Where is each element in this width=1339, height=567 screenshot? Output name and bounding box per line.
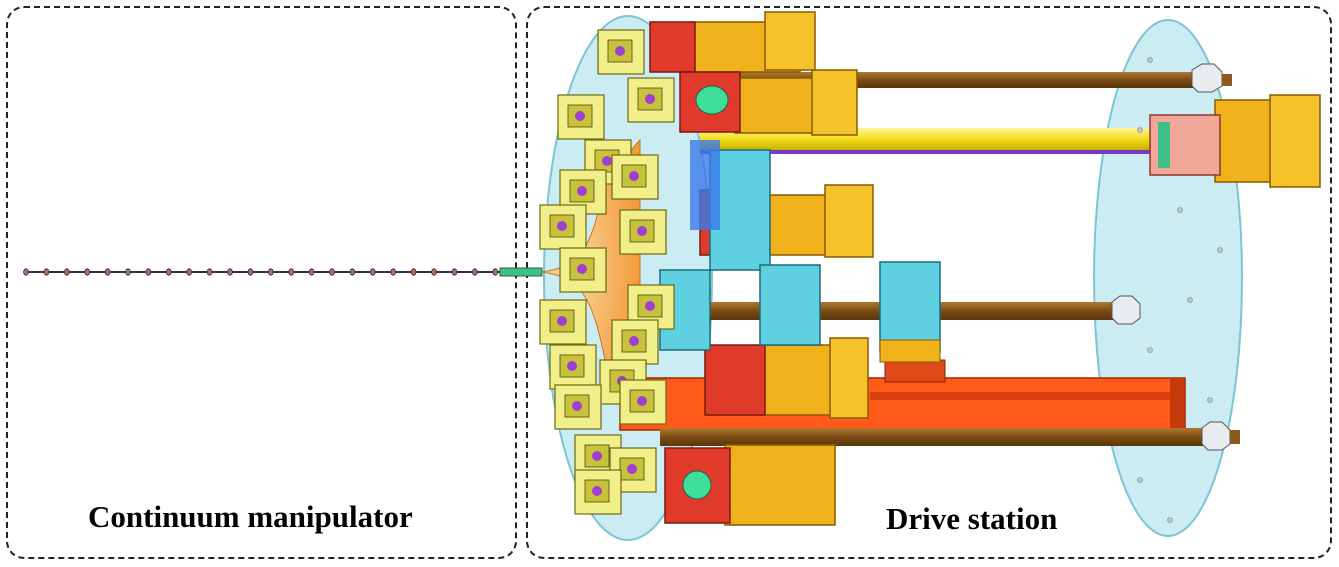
spacer-disk: [186, 268, 193, 276]
plate-bolt: [1177, 207, 1183, 213]
spacer-disk: [166, 268, 172, 276]
plate-bolt: [1187, 297, 1193, 303]
spacer-disk: [308, 268, 315, 276]
spacer-disk: [369, 268, 376, 276]
actuation-module: [627, 77, 675, 123]
actuation-module: [611, 319, 659, 365]
actuation-module: [557, 94, 605, 140]
actuation-module: [559, 247, 607, 293]
continuum-manipulator-panel: [6, 6, 517, 559]
spacer-disk: [247, 268, 254, 276]
actuation-module: [619, 379, 667, 425]
spacer-disk: [84, 268, 90, 276]
plate-bolt: [1217, 247, 1223, 253]
spacer-disk: [43, 268, 50, 276]
spacer-disk: [431, 268, 437, 276]
actuation-module: [554, 384, 602, 430]
spacer-disk: [206, 268, 213, 276]
actuation-module: [539, 299, 587, 345]
spacer-disk: [145, 268, 152, 276]
actuation-module: [597, 29, 645, 75]
spacer-disk: [329, 268, 335, 276]
rear-base-plate: [1093, 19, 1243, 537]
drive-station-panel: [526, 6, 1332, 559]
drive-station-label: Drive station: [886, 501, 1058, 536]
actuation-module: [549, 344, 597, 390]
linear-stage: [619, 359, 1186, 431]
spacer-disk: [451, 268, 458, 276]
spacer-disk: [471, 268, 478, 276]
spacer-disk: [125, 268, 131, 276]
plate-bolt: [1167, 517, 1173, 523]
spacer-disk: [492, 268, 499, 276]
spacer-disk: [227, 268, 233, 276]
spacer-disk: [104, 268, 111, 276]
actuation-modules: [539, 29, 675, 515]
spacer-disk: [23, 268, 29, 276]
plate-bolt: [1147, 57, 1153, 63]
plate-bolt: [1147, 347, 1153, 353]
spacer-disk: [64, 268, 70, 276]
actuation-module: [619, 209, 667, 255]
plate-bolt: [1137, 127, 1143, 133]
spacer-disk: [267, 268, 274, 276]
spacer-disk: [349, 268, 356, 276]
plate-bolt: [1137, 477, 1143, 483]
spacer-disk: [410, 268, 417, 276]
spacer-disk: [288, 268, 295, 276]
plate-bolt: [1207, 397, 1213, 403]
rear-motor: [1149, 94, 1321, 188]
continuum-manipulator: [23, 267, 543, 277]
spacer-disk: [390, 268, 397, 276]
actuation-module: [611, 154, 659, 200]
actuation-module: [539, 204, 587, 250]
actuation-module: [574, 469, 622, 515]
continuum-manipulator-label: Continuum manipulator: [88, 499, 413, 534]
